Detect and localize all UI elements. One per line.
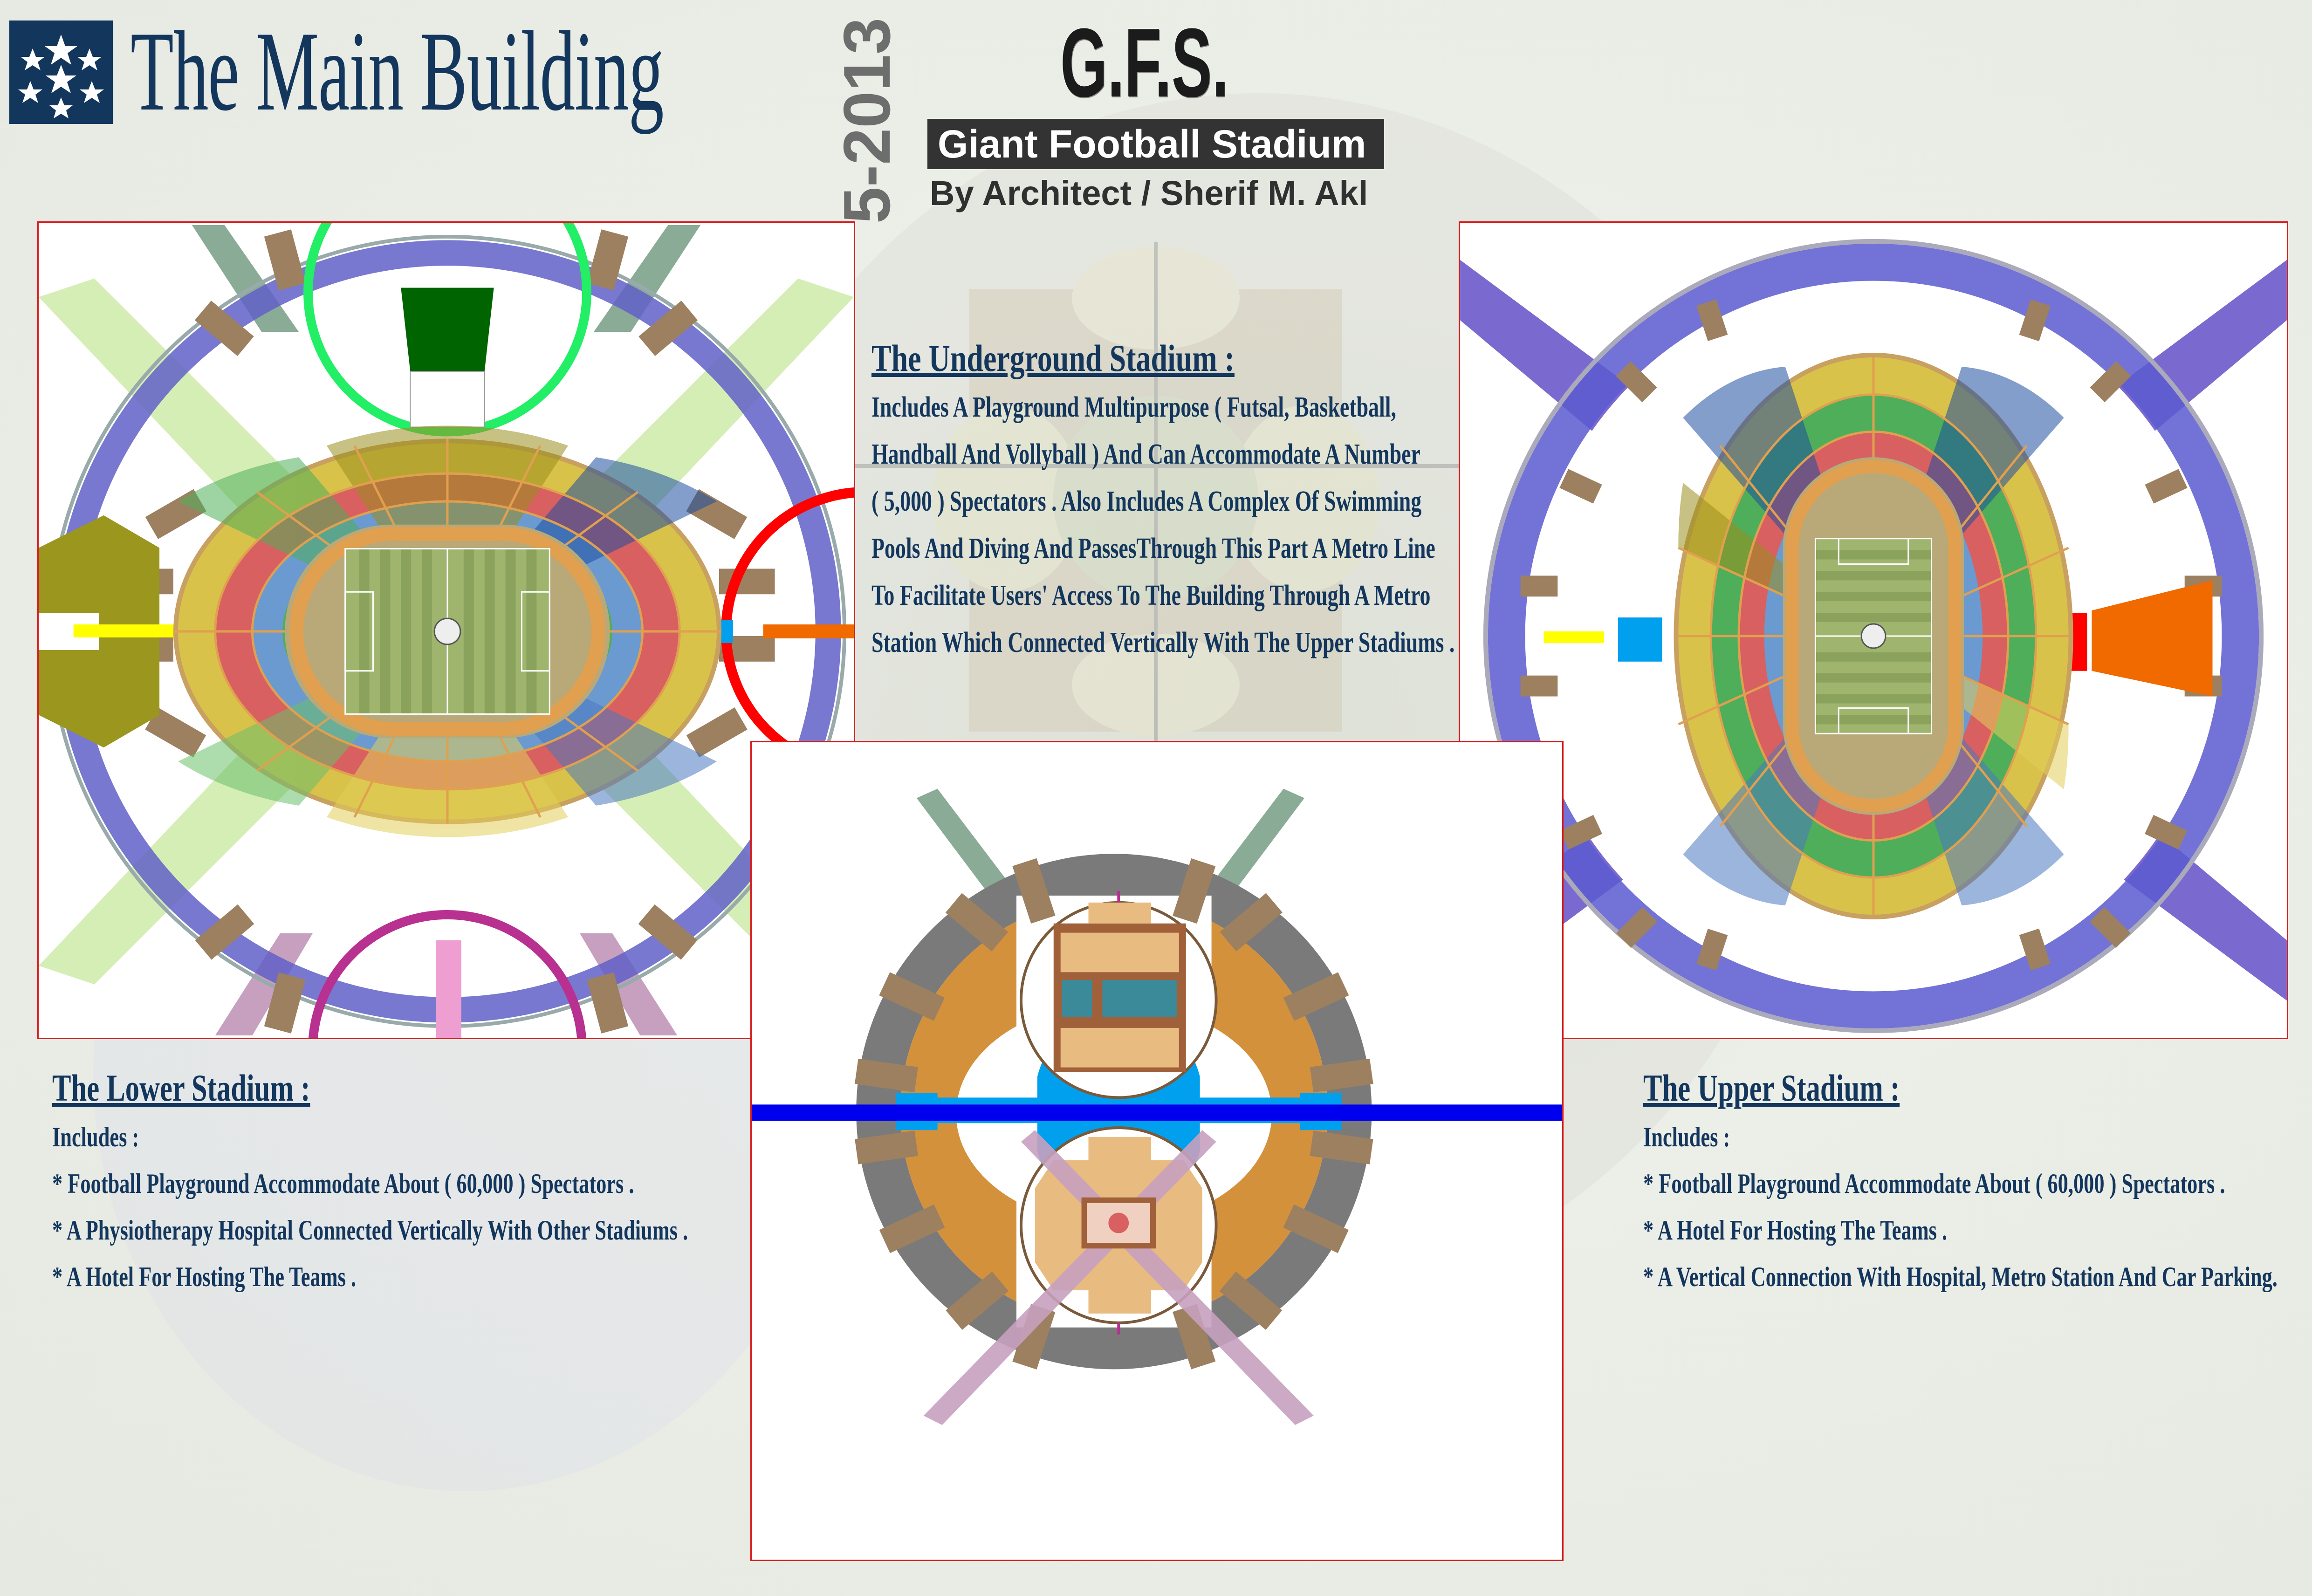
upper-stadium-description: The Upper Stadium : Includes : * Footbal… bbox=[1643, 1067, 2312, 1300]
underground-line: Handball And Vollyball ) And Can Accommo… bbox=[871, 438, 1420, 471]
ball-icon bbox=[1860, 623, 1887, 649]
pillars bbox=[1520, 299, 2222, 971]
project-year: 5-2013 bbox=[830, 17, 904, 224]
upper-stadium-item: * Football Playground Accommodate About … bbox=[1643, 1168, 2225, 1199]
upper-stadium-item: * A Vertical Connection With Hospital, M… bbox=[1643, 1261, 2278, 1293]
underground-line: Station Which Connected Vertically With … bbox=[871, 627, 1455, 659]
underground-stadium-plan bbox=[750, 741, 1564, 1561]
page-title: The Main Building bbox=[130, 8, 664, 134]
underground-line: Includes A Playground Multipurpose ( Fut… bbox=[871, 391, 1396, 424]
lower-stadium-item: * Football Playground Accommodate About … bbox=[52, 1168, 634, 1199]
upper-stadium-item: * A Hotel For Hosting The Teams . bbox=[1643, 1215, 1948, 1246]
ball-icon bbox=[433, 617, 461, 645]
lower-stadium-item: * A Physiotherapy Hospital Connected Ver… bbox=[52, 1215, 688, 1246]
underground-background-illustration bbox=[853, 242, 1459, 755]
underground-stadium-drawing bbox=[752, 788, 1562, 1425]
pillars bbox=[854, 858, 1373, 1370]
metro-line bbox=[752, 1104, 1562, 1121]
underground-line: To Facilitate Users' Access To The Build… bbox=[871, 580, 1431, 612]
lower-stadium-drawing bbox=[39, 223, 854, 1038]
swimming-pool bbox=[1102, 980, 1177, 1017]
upper-stadium-drawing bbox=[1460, 239, 2287, 1034]
underground-line: Pools And Diving And PassesThrough This … bbox=[871, 533, 1435, 565]
underground-body: Includes A Playground Multipurpose ( Fut… bbox=[871, 384, 1472, 666]
lower-stadium-intro: Includes : bbox=[52, 1122, 139, 1153]
lower-stadium-item: * A Hotel For Hosting The Teams . bbox=[52, 1261, 357, 1293]
diving-pool bbox=[1062, 980, 1092, 1017]
upper-stadium-intro: Includes : bbox=[1643, 1122, 1730, 1153]
star-ball-icon bbox=[9, 21, 113, 124]
project-acronym: G.F.S. bbox=[1060, 8, 1229, 117]
lower-stadium-description: The Lower Stadium : Includes : * Footbal… bbox=[52, 1067, 912, 1300]
project-name-banner: Giant Football Stadium bbox=[927, 119, 1384, 169]
underground-line: ( 5,000 ) Spectators . Also Includes A C… bbox=[871, 486, 1422, 518]
underground-description: The Underground Stadium : Includes A Pla… bbox=[871, 336, 1468, 666]
lower-stadium-plan bbox=[37, 221, 855, 1039]
upper-stadium-plan bbox=[1459, 221, 2288, 1039]
underground-heading: The Underground Stadium : bbox=[871, 337, 1235, 379]
author-credit: By Architect / Sherif M. Akl bbox=[930, 174, 1368, 212]
upper-stadium-heading: The Upper Stadium : bbox=[1643, 1067, 1900, 1109]
lower-stadium-heading: The Lower Stadium : bbox=[52, 1067, 310, 1109]
